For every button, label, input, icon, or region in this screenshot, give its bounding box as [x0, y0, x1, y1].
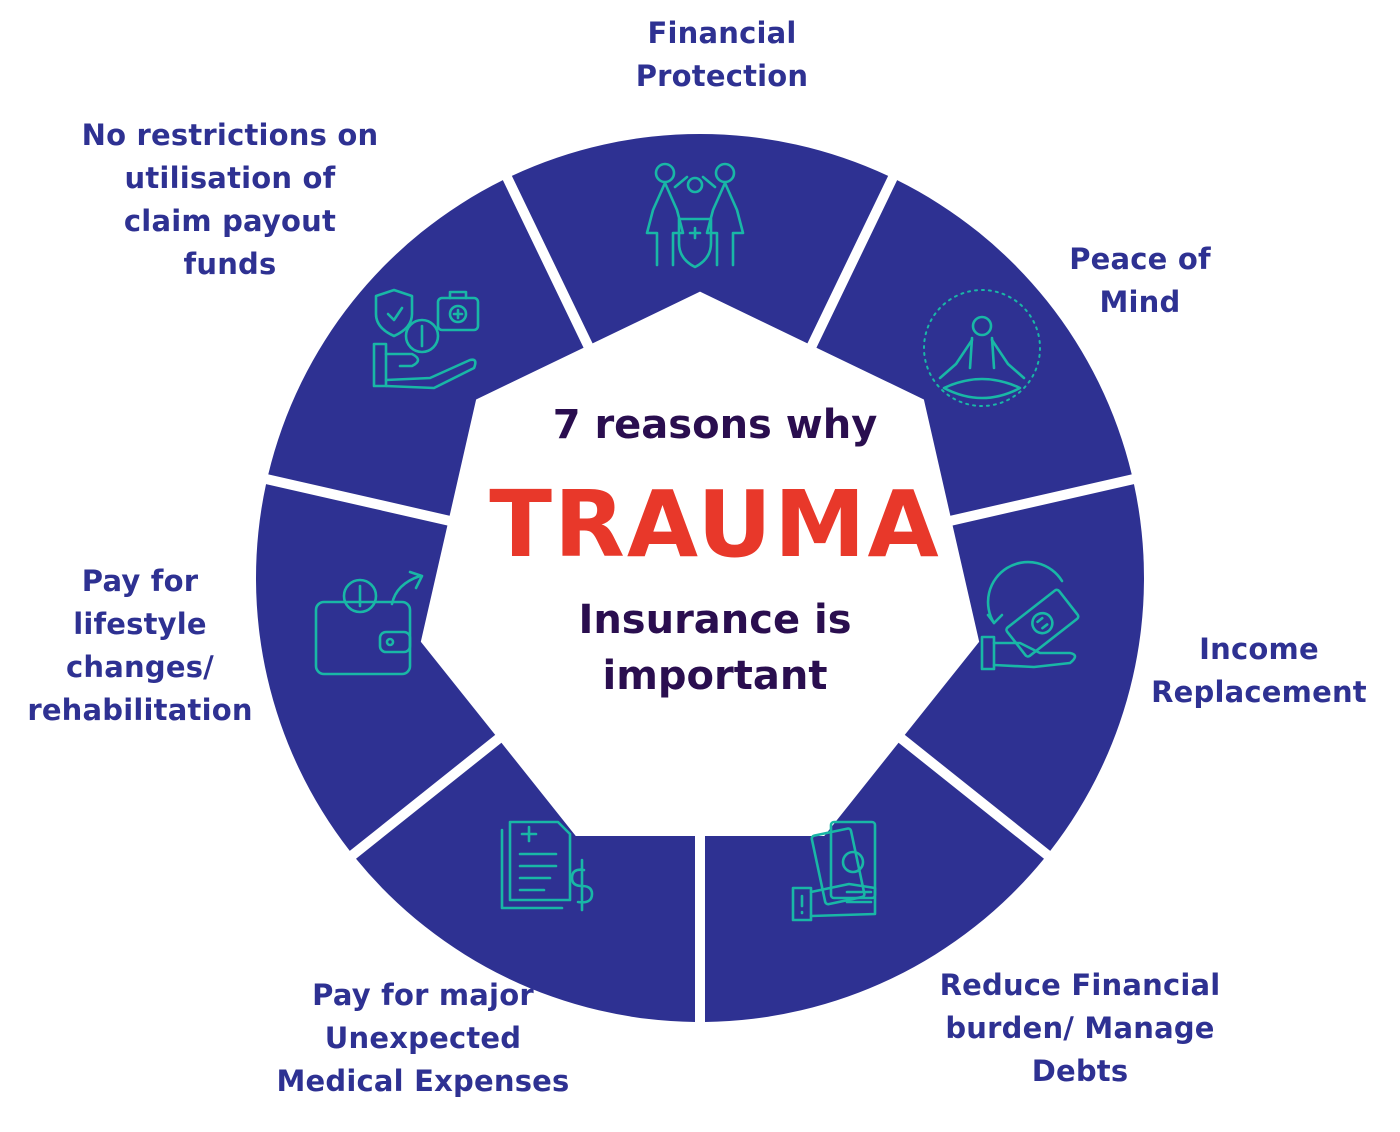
reason-label-income-replacement: Income Replacement	[1151, 632, 1367, 709]
reason-label-lifestyle-changes: Pay for lifestyle changes/ rehabilitatio…	[27, 564, 253, 727]
hand-money-medical-icon	[372, 288, 480, 390]
center-heading: 7 reasons why	[552, 402, 878, 448]
wheel-segment	[255, 484, 496, 851]
family-protection-icon	[645, 162, 745, 269]
reason-label-peace-of-mind: Peace of Mind	[1069, 242, 1211, 319]
wheel-segment	[816, 180, 1132, 516]
center-highlight-trauma: TRAUMA	[489, 471, 941, 578]
reason-label-medical-expenses: Pay for major Unexpected Medical Expense…	[276, 978, 570, 1098]
reason-label-financial-protection: Financial Protection	[635, 16, 809, 93]
wheel-segment	[268, 180, 584, 516]
medical-bill-icon	[500, 820, 594, 912]
cash-in-hand-icon	[791, 820, 877, 922]
center-subheading: Insurance is important	[578, 597, 852, 699]
wheel-segment	[511, 134, 889, 344]
wallet-coin-icon	[314, 570, 424, 676]
reason-label-no-restrictions: No restrictions on utilisation of claim …	[81, 118, 379, 281]
reason-label-reduce-financial-burden: Reduce Financial burden/ Manage Debts	[939, 968, 1221, 1088]
meditation-icon	[923, 289, 1041, 407]
money-cycle-hand-icon	[980, 560, 1080, 671]
wheel-segment	[356, 742, 696, 1022]
